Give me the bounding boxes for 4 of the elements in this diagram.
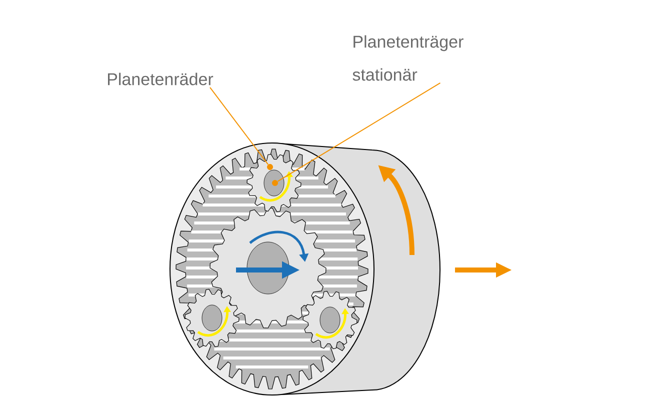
- leader-line: [210, 86, 269, 165]
- leader-line: [277, 82, 441, 182]
- text-label: Planetenträger stationär: [352, 35, 464, 81]
- text-label: Planetenräder: [108, 72, 214, 86]
